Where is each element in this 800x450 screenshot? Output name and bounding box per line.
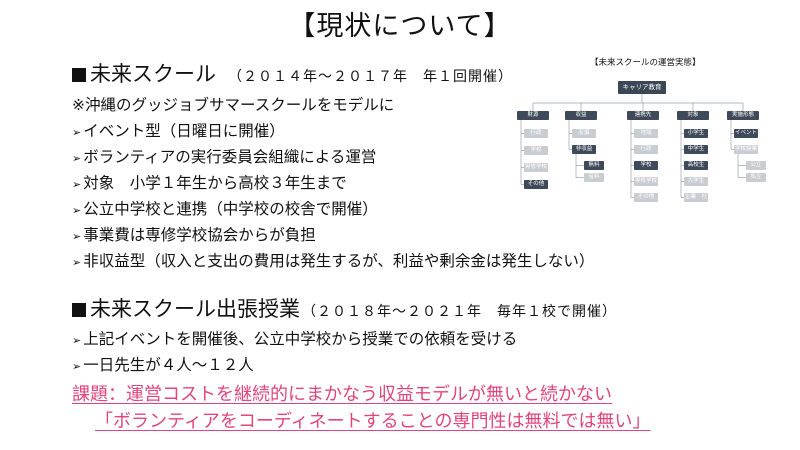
org-chart-node: 高校生	[684, 161, 708, 170]
section1-item-text: 非収益型（収入と支出の費用は発生するが、利益や剰余金は発生しない）	[83, 252, 595, 270]
arrow-bullet-icon: ➢	[72, 256, 82, 269]
section1-item-text: 公立中学校と連携（中学校の校舎で開催）	[83, 200, 378, 218]
org-chart-subnode: 公立	[746, 161, 766, 170]
section2-heading-row: 未来スクール出張授業（２０１８年～２０２１年 毎年１校で開催）	[72, 293, 617, 323]
issue-line-2: 「ボランティアをコーディネートすることの専門性は無料では無い」	[95, 411, 651, 432]
section1-heading: 未来スクール	[90, 62, 216, 86]
section2-item-text: 上記イベントを開催後、公立中学校から授業での依頼を受ける	[83, 330, 518, 348]
section1-heading-row: 未来スクール （２０１４年～２０１７年 年１回開催）	[72, 58, 513, 88]
org-chart-node: その他	[524, 180, 548, 189]
org-chart-subnode: 無料	[584, 161, 604, 170]
square-bullet-icon	[72, 303, 86, 317]
org-chart-node: 学校授業	[734, 145, 758, 154]
org-chart-subnode: 有料	[584, 173, 604, 182]
section1-lead: ※沖縄のグッジョブサマースクールをモデルに	[72, 96, 395, 114]
arrow-bullet-icon: ➢	[72, 126, 82, 139]
org-chart-node: 学校	[524, 146, 548, 155]
section1-item: ➢事業費は専修学校協会からが負担	[72, 223, 316, 245]
issue-line-1: 課題：運営コストを継続的にまかなう収益モデルが無いと続かない	[72, 384, 612, 405]
org-chart-node: その他	[634, 193, 658, 202]
org-chart-node: 小学生	[684, 129, 708, 138]
org-chart-category: 対象	[677, 111, 709, 120]
org-chart-node: 大学生	[684, 177, 708, 186]
section1-item: ➢公立中学校と連携（中学校の校舎で開催）	[72, 197, 378, 219]
org-chart-node: イベント	[734, 129, 758, 138]
org-chart-node: 中学生	[684, 145, 708, 154]
org-chart-category: 収益	[565, 111, 597, 120]
org-chart-node: 専修学校協会	[634, 177, 658, 193]
org-chart-category: 財源	[517, 111, 549, 120]
page-title: 【現状について】	[288, 11, 512, 42]
org-chart-node: 企業 社会人	[684, 193, 708, 209]
org-chart-subnode: 私立	[746, 173, 766, 182]
section1-item-text: ボランティアの実行委員会組織による運営	[83, 148, 377, 166]
org-chart-category: 連携先	[627, 111, 659, 120]
section1-item-text: 対象 小学１年生から高校３年生まで	[83, 174, 347, 192]
section1-item-text: 事業費は専修学校協会からが負担	[83, 226, 316, 244]
org-chart-node: 非収益	[572, 145, 596, 154]
arrow-bullet-icon: ➢	[72, 152, 82, 165]
section2-item: ➢一日先生が４人～１２人	[72, 353, 254, 375]
diagram-title: 【未来スクールの運営実態】	[590, 58, 701, 68]
section1-item: ➢ボランティアの実行委員会組織による運営	[72, 145, 376, 167]
section1-item: ➢対象 小学１年生から高校３年生まで	[72, 171, 347, 193]
arrow-bullet-icon: ➢	[72, 334, 82, 347]
org-chart-node: 地域	[634, 129, 658, 138]
section1-item: ➢イベント型（日曜日に開催）	[72, 119, 285, 141]
org-chart-node: 行政	[524, 129, 548, 138]
arrow-bullet-icon: ➢	[72, 230, 82, 243]
section2-heading: 未来スクール出張授業	[90, 297, 300, 321]
org-chart-node: 専修学校協会	[524, 163, 548, 179]
arrow-bullet-icon: ➢	[72, 178, 82, 191]
section2-item: ➢上記イベントを開催後、公立中学校から授業での依頼を受ける	[72, 327, 517, 349]
section2-note: （２０１８年～２０２１年 毎年１校で開催）	[302, 304, 617, 320]
section1-item: ➢非収益型（収入と支出の費用は発生するが、利益や剰余金は発生しない）	[72, 249, 594, 271]
org-chart-node: 有償	[572, 129, 596, 138]
arrow-bullet-icon: ➢	[72, 360, 82, 373]
section1-note: （２０１４年～２０１７年 年１回開催）	[228, 69, 513, 85]
org-chart-node: 学校	[634, 161, 658, 170]
org-chart-node: 行政	[634, 145, 658, 154]
arrow-bullet-icon: ➢	[72, 204, 82, 217]
section2-item-text: 一日先生が４人～１２人	[83, 356, 254, 374]
org-chart-category: 実施形態	[727, 111, 759, 120]
square-bullet-icon	[72, 68, 86, 82]
org-chart-root: キャリア教育	[618, 81, 666, 94]
section1-item-text: イベント型（日曜日に開催）	[83, 122, 285, 140]
